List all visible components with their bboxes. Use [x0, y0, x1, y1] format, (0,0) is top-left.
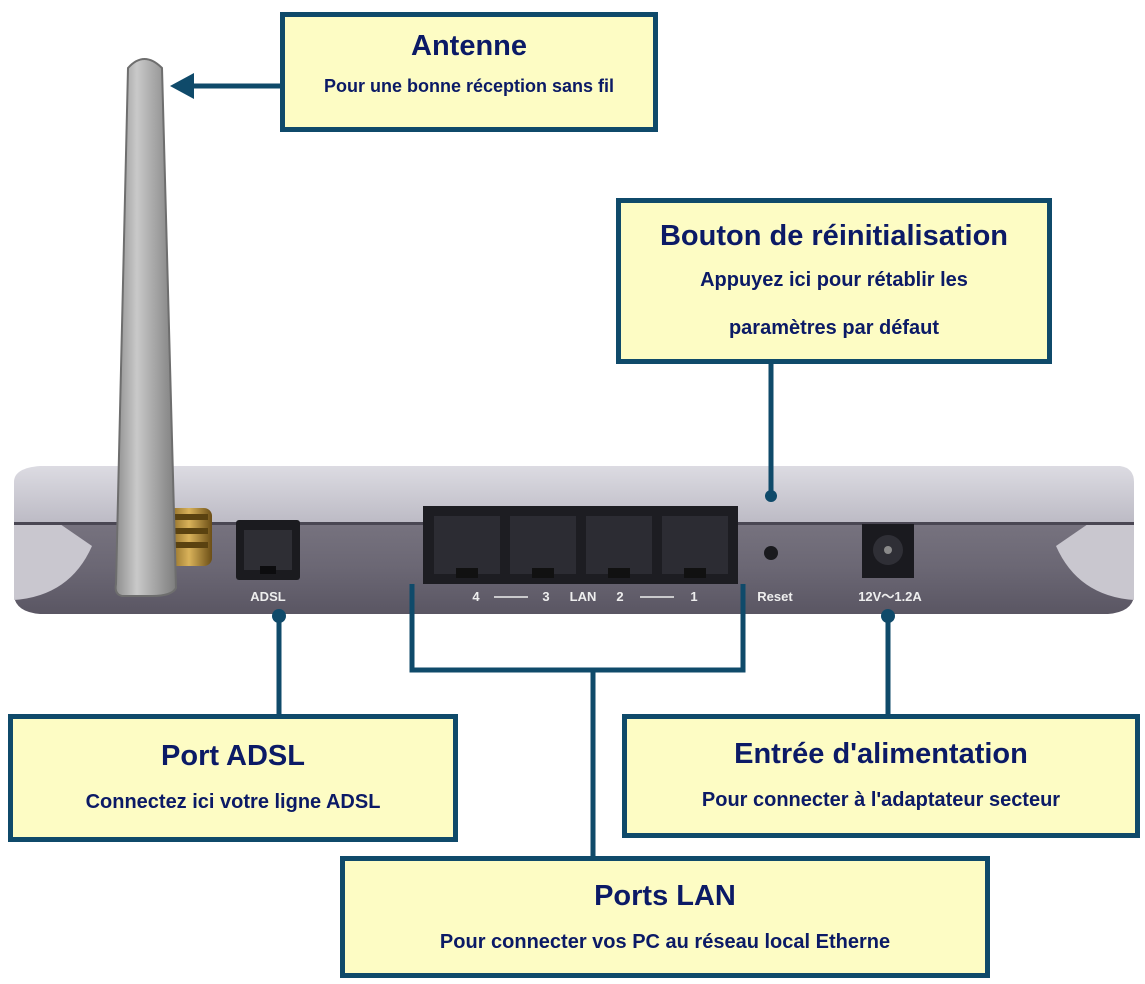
reset-callout-desc-line2: paramètres par défaut [728, 317, 940, 339]
adsl-callout-desc: Connectez ici votre ligne ADSL [85, 791, 381, 813]
lan-bracket [409, 584, 746, 858]
lan-ports-block [423, 506, 738, 584]
lan-port-1-label: 1 [690, 589, 697, 604]
power-rating-label: 12V〜1.2A [858, 589, 922, 604]
adsl-port-label: ADSL [250, 589, 285, 604]
antenna-callout-desc: Pour une bonne réception sans fil [323, 76, 615, 96]
lan-group-label: LAN [570, 589, 597, 604]
lan-port-2-label: 2 [616, 589, 623, 604]
reset-hole [764, 546, 778, 560]
power-jack [862, 524, 914, 578]
power-callout-title: Entrée d'alimentation [734, 738, 1028, 770]
adsl-callout-title: Port ADSL [161, 740, 305, 772]
antenna-arrow [170, 73, 280, 99]
lan-callout-desc: Pour connecter vos PC au réseau local Et… [439, 931, 891, 953]
lan-port-3-label: 3 [542, 589, 549, 604]
antenna-callout-title: Antenne [411, 30, 527, 62]
reset-callout: Bouton de réinitialisation Appuyez ici p… [616, 198, 1052, 364]
power-connector [881, 609, 895, 716]
power-callout: Entrée d'alimentation Pour connecter à l… [622, 714, 1140, 838]
lan-callout-title: Ports LAN [594, 880, 736, 912]
lan-port-4-label: 4 [472, 589, 480, 604]
antenna-callout: Antenne Pour une bonne réception sans fi… [280, 12, 658, 132]
adsl-callout: Port ADSL Connectez ici votre ligne ADSL [8, 714, 458, 842]
reset-callout-desc-line1: Appuyez ici pour rétablir les [700, 269, 968, 291]
adsl-connector [272, 609, 286, 716]
reset-connector [765, 364, 777, 502]
reset-label: Reset [757, 589, 793, 604]
lan-callout: Ports LAN Pour connecter vos PC au résea… [340, 856, 990, 978]
power-callout-desc: Pour connecter à l'adaptateur secteur [701, 789, 1061, 811]
adsl-port [236, 520, 300, 580]
antenna [114, 58, 212, 597]
reset-callout-title: Bouton de réinitialisation [659, 220, 1008, 252]
